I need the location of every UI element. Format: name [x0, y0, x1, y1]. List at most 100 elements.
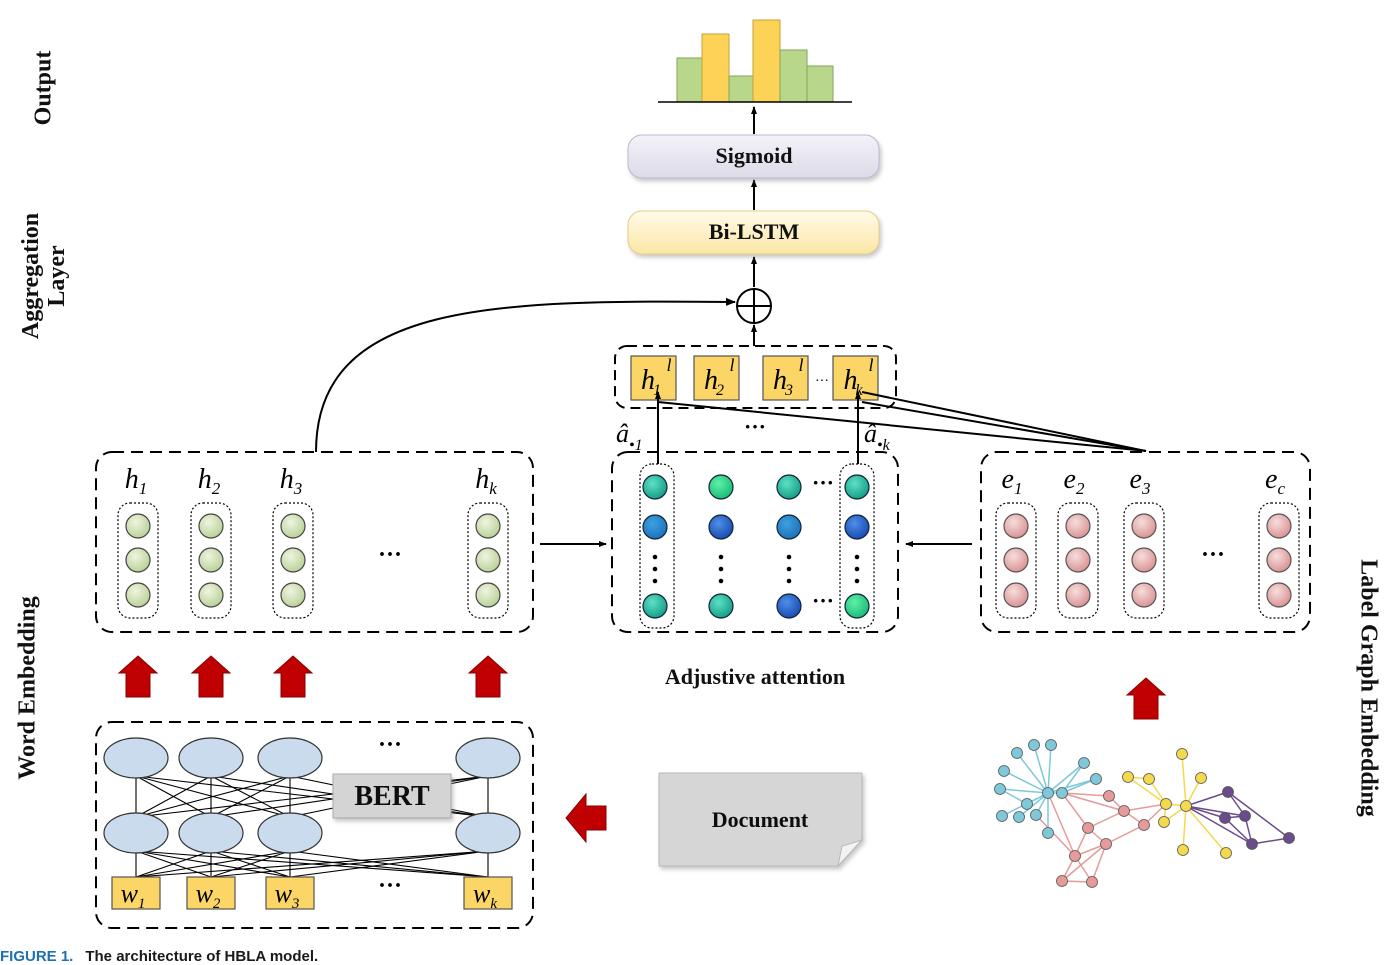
- word-token-w: wk: [473, 879, 497, 912]
- label-vector-outline: [1057, 502, 1099, 619]
- bert-mid-node: [103, 812, 169, 854]
- hist-bar: [806, 65, 834, 103]
- hidden-label-h: h2: [198, 464, 221, 498]
- document-shape: Document: [658, 772, 864, 868]
- graph-node: [1056, 787, 1068, 799]
- bert-top-node: [178, 737, 244, 779]
- sigmoid-box: Sigmoid: [627, 134, 880, 179]
- graph-node: [1045, 739, 1057, 751]
- vertical-dot: [718, 554, 724, 560]
- bert-label: BERT: [354, 781, 430, 812]
- graph-edge: [1061, 843, 1107, 882]
- red-left-arrow: [565, 792, 607, 844]
- bert-top-ellipsis: ···: [378, 732, 402, 758]
- attention-node: [708, 514, 734, 540]
- graph-edge: [1061, 778, 1097, 794]
- red-up-arrows: [117, 655, 1167, 720]
- graph-node: [1021, 798, 1033, 810]
- attention-row-ellipsis: ···: [812, 470, 834, 495]
- graph-node: [1177, 844, 1189, 856]
- graph-edge: [1061, 792, 1110, 797]
- bert-top-node: [455, 737, 521, 779]
- word-token-w: w2: [196, 879, 221, 912]
- aggregation-side-label: Aggregation Layer: [18, 212, 70, 340]
- graph-edge: [1127, 776, 1167, 805]
- graph-node: [1143, 773, 1155, 785]
- graph-node: [1078, 757, 1090, 769]
- word-token-w: w3: [275, 879, 300, 912]
- document-label: Document: [712, 807, 809, 832]
- label-vector-e: e1: [1002, 464, 1023, 498]
- hidden-node: [475, 513, 501, 539]
- hist-bar: [701, 33, 730, 103]
- bilstm-label: Bi-LSTM: [709, 219, 800, 244]
- label-node: [1003, 582, 1029, 608]
- graph-node: [1103, 790, 1115, 802]
- label-node: [1266, 582, 1292, 608]
- bert-connection: [210, 775, 291, 818]
- label-hidden-box: [762, 355, 809, 401]
- hidden-label-h: h3: [280, 464, 303, 498]
- bilstm-box: Bi-LSTM: [627, 210, 880, 255]
- graph-edge: [1091, 843, 1107, 883]
- label-node: [1065, 547, 1091, 573]
- graph-node: [1160, 798, 1172, 810]
- label-vector-outline: [1258, 502, 1300, 619]
- graph-node: [1118, 805, 1130, 817]
- svg-text:â•1: â•1: [616, 419, 643, 454]
- vertical-dot: [786, 566, 792, 572]
- word-hidden-ellipsis: ···: [378, 542, 402, 568]
- bert-top-node: [103, 737, 169, 779]
- hidden-node: [198, 582, 224, 608]
- graph-edge: [1018, 792, 1049, 818]
- attention-node: [708, 474, 734, 500]
- graph-node: [1013, 811, 1025, 823]
- label-node: [1065, 513, 1091, 539]
- graph-edge: [1047, 762, 1085, 794]
- graph-node: [1138, 819, 1150, 831]
- word-embedding-side-label: Word Embedding: [14, 596, 41, 780]
- graph-node: [994, 783, 1006, 795]
- graph-edge: [1105, 824, 1145, 845]
- output-histogram: [658, 19, 852, 103]
- attention-node: [776, 593, 802, 619]
- graph-node: [1219, 812, 1231, 824]
- hidden-node: [475, 582, 501, 608]
- attention-node: [642, 514, 668, 540]
- label-hidden-sup: l: [729, 355, 734, 375]
- graph-node: [1158, 816, 1170, 828]
- graph-edge: [1061, 792, 1089, 829]
- bert-connection: [135, 850, 489, 878]
- graph-edge: [1181, 753, 1187, 807]
- graph-edge: [1035, 814, 1076, 857]
- word-token-box: [265, 876, 315, 910]
- figure-caption: FIGURE 1.The architecture of HBLA model.: [0, 948, 318, 965]
- hidden-node: [475, 547, 501, 573]
- label-vector-e: ec: [1265, 464, 1285, 498]
- graph-edge: [1182, 805, 1187, 851]
- word-token-box: [186, 876, 236, 910]
- label-node: [1266, 547, 1292, 573]
- vertical-dot: [652, 578, 658, 584]
- graph-edge: [1061, 762, 1085, 794]
- bert-mid-node: [257, 812, 323, 854]
- bert-connection: [135, 775, 291, 818]
- bert-connection: [289, 850, 489, 878]
- attention-container: [611, 451, 899, 633]
- hidden-node: [198, 547, 224, 573]
- hidden-node: [125, 513, 151, 539]
- graph-node: [1100, 838, 1112, 850]
- attention-node: [642, 474, 668, 500]
- label-hidden-box: [630, 355, 677, 401]
- graph-node: [1180, 800, 1192, 812]
- attention-node: [776, 474, 802, 500]
- label-vector-e: e2: [1064, 464, 1085, 498]
- label-hidden-box: [693, 355, 740, 401]
- label-hidden-sup: l: [798, 355, 803, 375]
- attention-node: [844, 474, 870, 500]
- graph-edge: [1061, 792, 1125, 812]
- label-vector-outline: [1123, 502, 1165, 619]
- bert-connection: [135, 775, 212, 818]
- svg-text:â•k: â•k: [864, 419, 891, 454]
